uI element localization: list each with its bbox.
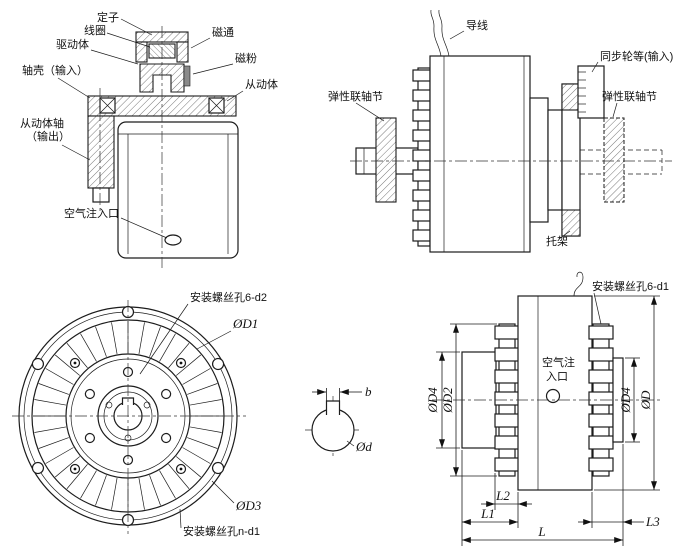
fin-bolts <box>69 357 187 475</box>
label-driven-shaft-line1: 从动体轴 <box>20 116 64 130</box>
callout-driven-shaft: 从动体轴 （输出） <box>20 116 91 161</box>
output-shaft-section <box>87 115 115 189</box>
assembly-view: 导线 同步轮等(输入) 弹性联轴节 弹性联轴节 托架 <box>328 9 673 253</box>
sync-wheel <box>577 65 605 119</box>
lead-wire-curl <box>573 271 584 297</box>
dim-l3: L3 <box>578 444 660 546</box>
label-len-l2: L2 <box>495 488 510 503</box>
callout-sync-wheel: 同步轮等(输入) <box>591 49 673 73</box>
dimension-view: 空气注 入口 安装螺丝孔6-d1 ØD4 ØD2 ØD4 <box>425 271 669 546</box>
air-inlet-port <box>545 388 561 404</box>
label-dia-d2: ØD2 <box>440 387 455 414</box>
stator-assembly <box>135 31 191 93</box>
callout-driven-body: 从动体 <box>226 77 278 102</box>
callout-shaft-housing: 轴壳（输入） <box>22 63 91 99</box>
label-dia-d-outer: ØD <box>638 390 653 410</box>
dim-l: L <box>462 524 623 543</box>
callout-magnetic-flux: 磁通 <box>190 26 234 49</box>
callout-dia-d: Ød <box>346 439 372 454</box>
label-mount-holes-nd1: 安装螺丝孔n-d1 <box>183 524 260 538</box>
label-len-l3: L3 <box>645 514 660 529</box>
callout-lead-wire: 导线 <box>449 18 488 40</box>
callout-air-inlet: 空气注入口 <box>64 206 168 239</box>
label-stator: 定子 <box>97 10 119 24</box>
elastic-coupling-left-part <box>375 117 397 203</box>
bearing-left <box>99 97 116 114</box>
magnetic-powder-gap <box>183 65 191 87</box>
bracket-plate <box>561 83 581 237</box>
flange-step-1 <box>529 97 549 223</box>
clutch-body <box>429 55 531 253</box>
dim-dia-d4-right: ØD4 <box>618 357 640 443</box>
dim-dia-d2: ØD2 <box>440 323 497 477</box>
label-mount-holes-6d2: 安装螺丝孔6-d2 <box>190 290 267 304</box>
bearing-right <box>208 97 225 114</box>
label-len-l: L <box>537 524 545 539</box>
callout-coupling-right: 弹性联轴节 <box>602 89 657 118</box>
label-coupling-right: 弹性联轴节 <box>602 89 657 103</box>
label-len-l1: L1 <box>480 506 495 521</box>
label-air-inlet: 空气注入口 <box>64 206 119 220</box>
dim-dia-d4-left: ØD4 <box>425 351 460 449</box>
keyway-slot <box>325 400 341 415</box>
body-rib-edge <box>412 67 431 247</box>
label-air-inlet-line2: 入口 <box>546 371 568 383</box>
label-width-b: b <box>365 384 372 399</box>
elastic-coupling-right-part <box>603 117 625 203</box>
label-magnetic-powder: 磁粉 <box>235 52 257 65</box>
callout-magnetic-powder: 磁粉 <box>192 52 257 75</box>
label-shaft-housing: 轴壳（输入） <box>22 63 88 77</box>
front-view: 安装螺丝孔6-d2 ØD1 ØD3 安装螺丝孔n-d1 <box>12 290 267 538</box>
flange-step-2 <box>547 109 563 211</box>
callout-mount-holes-nd1: 安装螺丝孔n-d1 <box>179 508 260 538</box>
drum-body <box>117 121 239 259</box>
label-dia-d3: ØD3 <box>235 498 262 513</box>
label-driving-body: 驱动体 <box>56 37 89 51</box>
callout-coil: 线圈 <box>84 23 151 48</box>
output-shaft-end <box>92 187 110 203</box>
callout-stator: 定子 <box>97 10 153 36</box>
label-dia-d4-left: ØD4 <box>425 387 440 414</box>
label-lead-wire: 导线 <box>466 18 488 32</box>
lead-wires <box>430 9 450 57</box>
label-magnetic-flux: 磁通 <box>212 26 234 39</box>
label-dia-d4-right: ØD4 <box>618 387 633 414</box>
dim-dia-d-outer: ØD <box>594 295 660 491</box>
air-inlet-hole <box>164 234 182 246</box>
label-dia-d: Ød <box>355 439 372 454</box>
dim-b: b <box>312 384 372 401</box>
label-sync-wheel: 同步轮等(输入) <box>600 49 673 63</box>
callout-dia-d3: ØD3 <box>211 480 262 513</box>
label-air-inlet-line1: 空气注 <box>542 355 575 369</box>
callout-bracket: 托架 <box>546 230 571 248</box>
key-detail-view: b Ød <box>305 384 372 458</box>
label-driven-body: 从动体 <box>245 77 278 91</box>
section-view: 定子 线圈 磁通 驱动体 磁粉 轴壳（输入） 从动体 从动体轴 （ <box>20 10 278 268</box>
callout-driving-body: 驱动体 <box>56 37 139 65</box>
shaft-circle <box>311 408 355 452</box>
label-coil: 线圈 <box>84 23 106 37</box>
label-driven-shaft-line2: （输出） <box>26 129 70 143</box>
callout-mount-holes-6d1: 安装螺丝孔6-d1 <box>592 279 669 325</box>
keyway <box>121 397 135 405</box>
label-coupling-left: 弹性联轴节 <box>328 89 383 103</box>
dim-l1: L1 <box>461 450 518 546</box>
callout-dia-d1: ØD1 <box>196 316 258 350</box>
label-mount-holes-6d1: 安装螺丝孔6-d1 <box>592 279 669 293</box>
label-bracket: 托架 <box>546 234 568 248</box>
callout-coupling-left: 弹性联轴节 <box>328 89 385 122</box>
label-dia-d1: ØD1 <box>232 316 258 331</box>
callout-mount-holes-6d2: 安装螺丝孔6-d2 <box>139 290 267 375</box>
